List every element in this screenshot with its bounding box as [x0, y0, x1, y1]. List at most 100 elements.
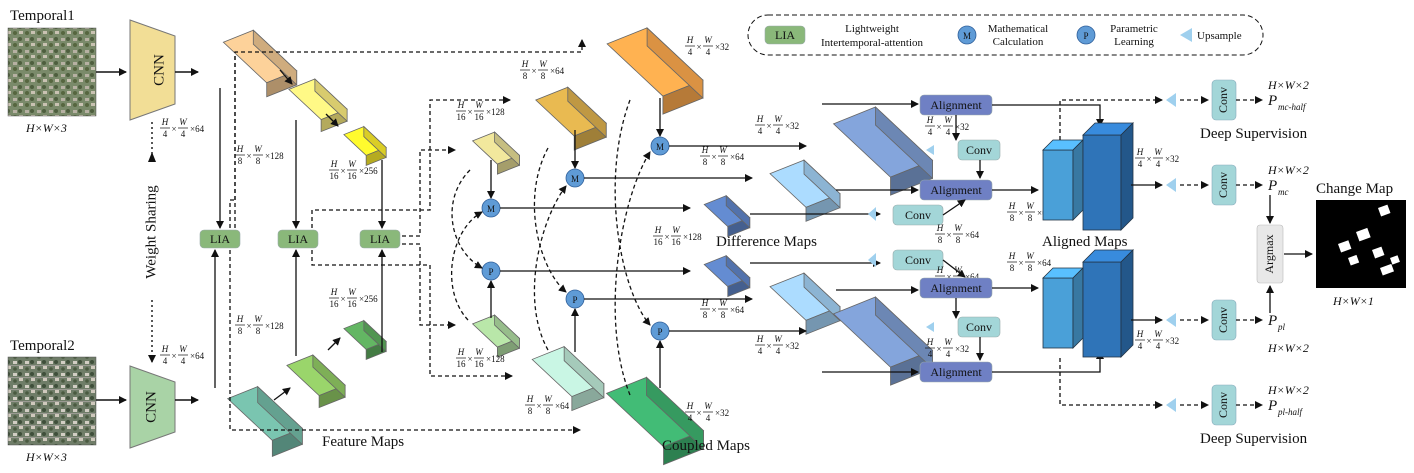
dim-ct128-wd: 16 [475, 112, 485, 122]
out-pl-sub: pl [1277, 322, 1286, 332]
main-top-conv-label: Conv [1216, 172, 1230, 198]
cross-32-a [614, 99, 651, 326]
change-blob-2 [1338, 240, 1352, 253]
dim-conv-p-c: ×64 [965, 272, 980, 282]
dim-cnn-bottom-x: × [171, 351, 176, 361]
change-map-image [1316, 200, 1406, 288]
aligned-top-large-front [1082, 134, 1122, 231]
al4-out [992, 351, 1104, 373]
dim-al2-w: W [1026, 201, 1035, 211]
out-mc-size: H×W×2 [1267, 163, 1309, 177]
dim-ft3-wd: 16 [348, 171, 358, 181]
diff-p128-side [725, 254, 751, 289]
diagram-elements: H4×W4×64H4×W4×64H8×W8×128H16×W16×256H8×W… [160, 14, 1406, 466]
dim-d128-x: × [664, 232, 669, 242]
arrow-ft1-ft2 [279, 69, 293, 85]
conv-bot-up-label: Conv [966, 320, 992, 334]
dim-fb2-x: × [246, 321, 251, 331]
temporal1-image [7, 27, 97, 117]
legend-p [1076, 25, 1096, 45]
dim-d32-w: W [774, 114, 783, 124]
dim-ft2-wd: 8 [256, 156, 261, 166]
dim-d128-hd: 16 [654, 237, 664, 247]
coupled-top-c128-side [494, 131, 520, 167]
legend-p-label: P [1083, 31, 1088, 41]
dim-conv-p-x: × [946, 272, 951, 282]
dim-fb3-w: W [348, 287, 357, 297]
dim-out-bot-h: H [1136, 329, 1144, 339]
lia-1 [199, 229, 241, 249]
temporal2-size: H×W×3 [25, 450, 67, 464]
legend-m-label: M [963, 31, 971, 41]
cross-32-b [614, 151, 651, 396]
dim-d128-w: W [672, 225, 681, 235]
dim-conv-c-h: H [936, 223, 944, 233]
change-map-size: H×W×1 [1332, 294, 1374, 308]
main-top-upsample [1166, 178, 1176, 192]
lia3-out-top [402, 146, 456, 237]
legend-p-l2: Learning [1114, 36, 1154, 48]
dim-conv-c-wd: 8 [956, 235, 961, 245]
dim-al-top-h: H [926, 115, 934, 125]
main-bot-conv-label: Conv [1216, 307, 1230, 333]
deep-supervision-bottom: Deep Supervision [1200, 431, 1308, 447]
dim-ct128-hd: 16 [457, 112, 467, 122]
upsample-bot [926, 322, 934, 332]
dim-fb3-wd: 16 [348, 299, 358, 309]
out-pl-half-P: P [1267, 398, 1277, 414]
dim-cb128-x: × [467, 354, 472, 364]
dim-d128-wd: 16 [672, 237, 682, 247]
dim-ct64-h: H [521, 59, 529, 69]
dim-d32-c: ×32 [785, 121, 799, 131]
dim-dp32-h: H [756, 334, 764, 344]
dim-al3-h: H [1008, 251, 1016, 261]
aligned-bot-small-front [1042, 277, 1074, 349]
dim-fb2-wd: 8 [256, 326, 261, 336]
dim-cb64-hd: 8 [528, 406, 533, 416]
ds-top-upsample [1166, 93, 1176, 107]
out-pl-size: H×W×2 [1267, 341, 1309, 355]
ds-bot-conv-label: Conv [1216, 392, 1230, 418]
temporal2-image [7, 356, 97, 446]
dim-cb64-x: × [536, 401, 541, 411]
lia2-out-bot [311, 250, 513, 380]
al-to-ds-top [1059, 96, 1163, 140]
arrow-ft2-ft3 [325, 113, 339, 127]
dim-al3-wd: 8 [1028, 263, 1033, 273]
conv-bot-up [957, 316, 1001, 338]
dim-cnn-bottom-w: W [179, 344, 188, 354]
dim-ft2-h: H [236, 144, 244, 154]
dim-ct64-x: × [531, 66, 536, 76]
dim-out-top-hd: 4 [1138, 159, 1143, 169]
node-p-32-label: P [657, 327, 662, 337]
dim-al3-c: ×64 [1037, 258, 1052, 268]
dim-fb3-h: H [330, 287, 338, 297]
dim-al-top-c: ×32 [955, 122, 969, 132]
dim-cb32-h: H [686, 401, 694, 411]
legend-p-l1: Parametric [1110, 23, 1158, 35]
conv-top-up-label: Conv [966, 143, 992, 157]
dim-cb32-x: × [696, 408, 701, 418]
dim-cnn-top-w: W [179, 117, 188, 127]
dim-al2-hd: 8 [1010, 213, 1015, 223]
dim-dp64-h: H [701, 298, 709, 308]
dim-out-bot-c: ×32 [1165, 336, 1179, 346]
align-1-label: Alignment [930, 98, 982, 112]
dim-d64-hd: 8 [703, 157, 708, 167]
dim-ft3-c: ×256 [359, 166, 378, 176]
dim-cb64-wd: 8 [546, 406, 551, 416]
coupled-maps-label: Coupled Maps [662, 438, 750, 454]
dim-d32-x: × [766, 121, 771, 131]
node-m-128-label: M [487, 204, 495, 214]
cnn-bottom-label: CNN [143, 391, 159, 423]
dim-al-top-w: W [944, 115, 953, 125]
dim-cb32-w: W [704, 401, 713, 411]
dim-fb2-h: H [236, 314, 244, 324]
dim-out-top-wd: 4 [1156, 159, 1161, 169]
lia-1-label: LIA [210, 232, 230, 246]
dim-al-top-wd: 4 [946, 127, 951, 137]
node-p-64-label: P [572, 295, 577, 305]
dim-cb128-h: H [457, 347, 465, 357]
dim-out-top-h: H [1136, 147, 1144, 157]
change-blob-1 [1356, 227, 1371, 242]
